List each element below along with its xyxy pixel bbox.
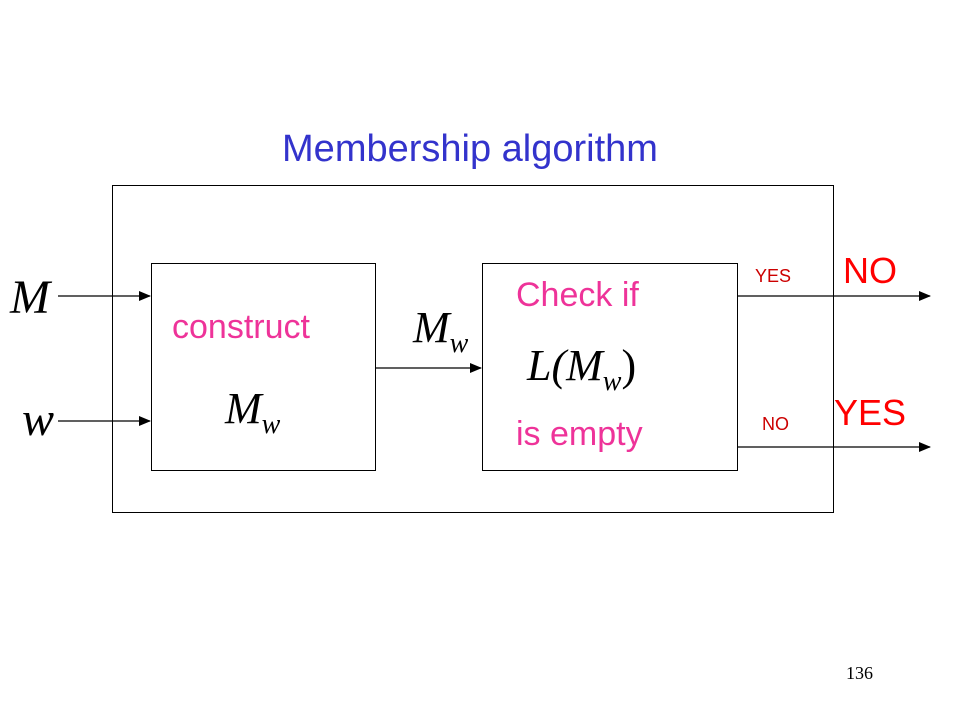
construct-mw-base: M: [225, 384, 262, 433]
membership-algorithm-box: [112, 185, 834, 513]
mw-label-sub: w: [449, 327, 469, 359]
yes-result-label: YES: [834, 392, 907, 433]
emptiness-check-box: [482, 263, 738, 471]
diagram-title: Membership algorithm: [282, 128, 658, 170]
input-word-w: w: [22, 393, 55, 446]
language-of-mw-math: L(Mw): [527, 340, 636, 398]
construct-mw-math: Mw: [225, 383, 280, 441]
construct-box: [151, 263, 376, 471]
is-empty-label: is empty: [516, 415, 643, 453]
no-result-label: NO: [843, 250, 897, 291]
yes-condition-label: YES: [755, 266, 792, 286]
construct-label: construct: [172, 308, 310, 346]
construct-mw-sub: w: [261, 408, 281, 440]
language-suffix: ): [621, 341, 637, 390]
check-if-label: Check if: [516, 276, 639, 314]
no-condition-label: NO: [762, 414, 789, 434]
slide-number: 136: [846, 663, 873, 683]
language-prefix: L(: [527, 341, 567, 390]
language-mw-sub: w: [602, 365, 622, 397]
language-mw-base: M: [566, 341, 603, 390]
input-machine-m: M: [10, 271, 50, 324]
mw-arrow-label: Mw: [413, 302, 468, 360]
mw-label-base: M: [413, 303, 450, 352]
